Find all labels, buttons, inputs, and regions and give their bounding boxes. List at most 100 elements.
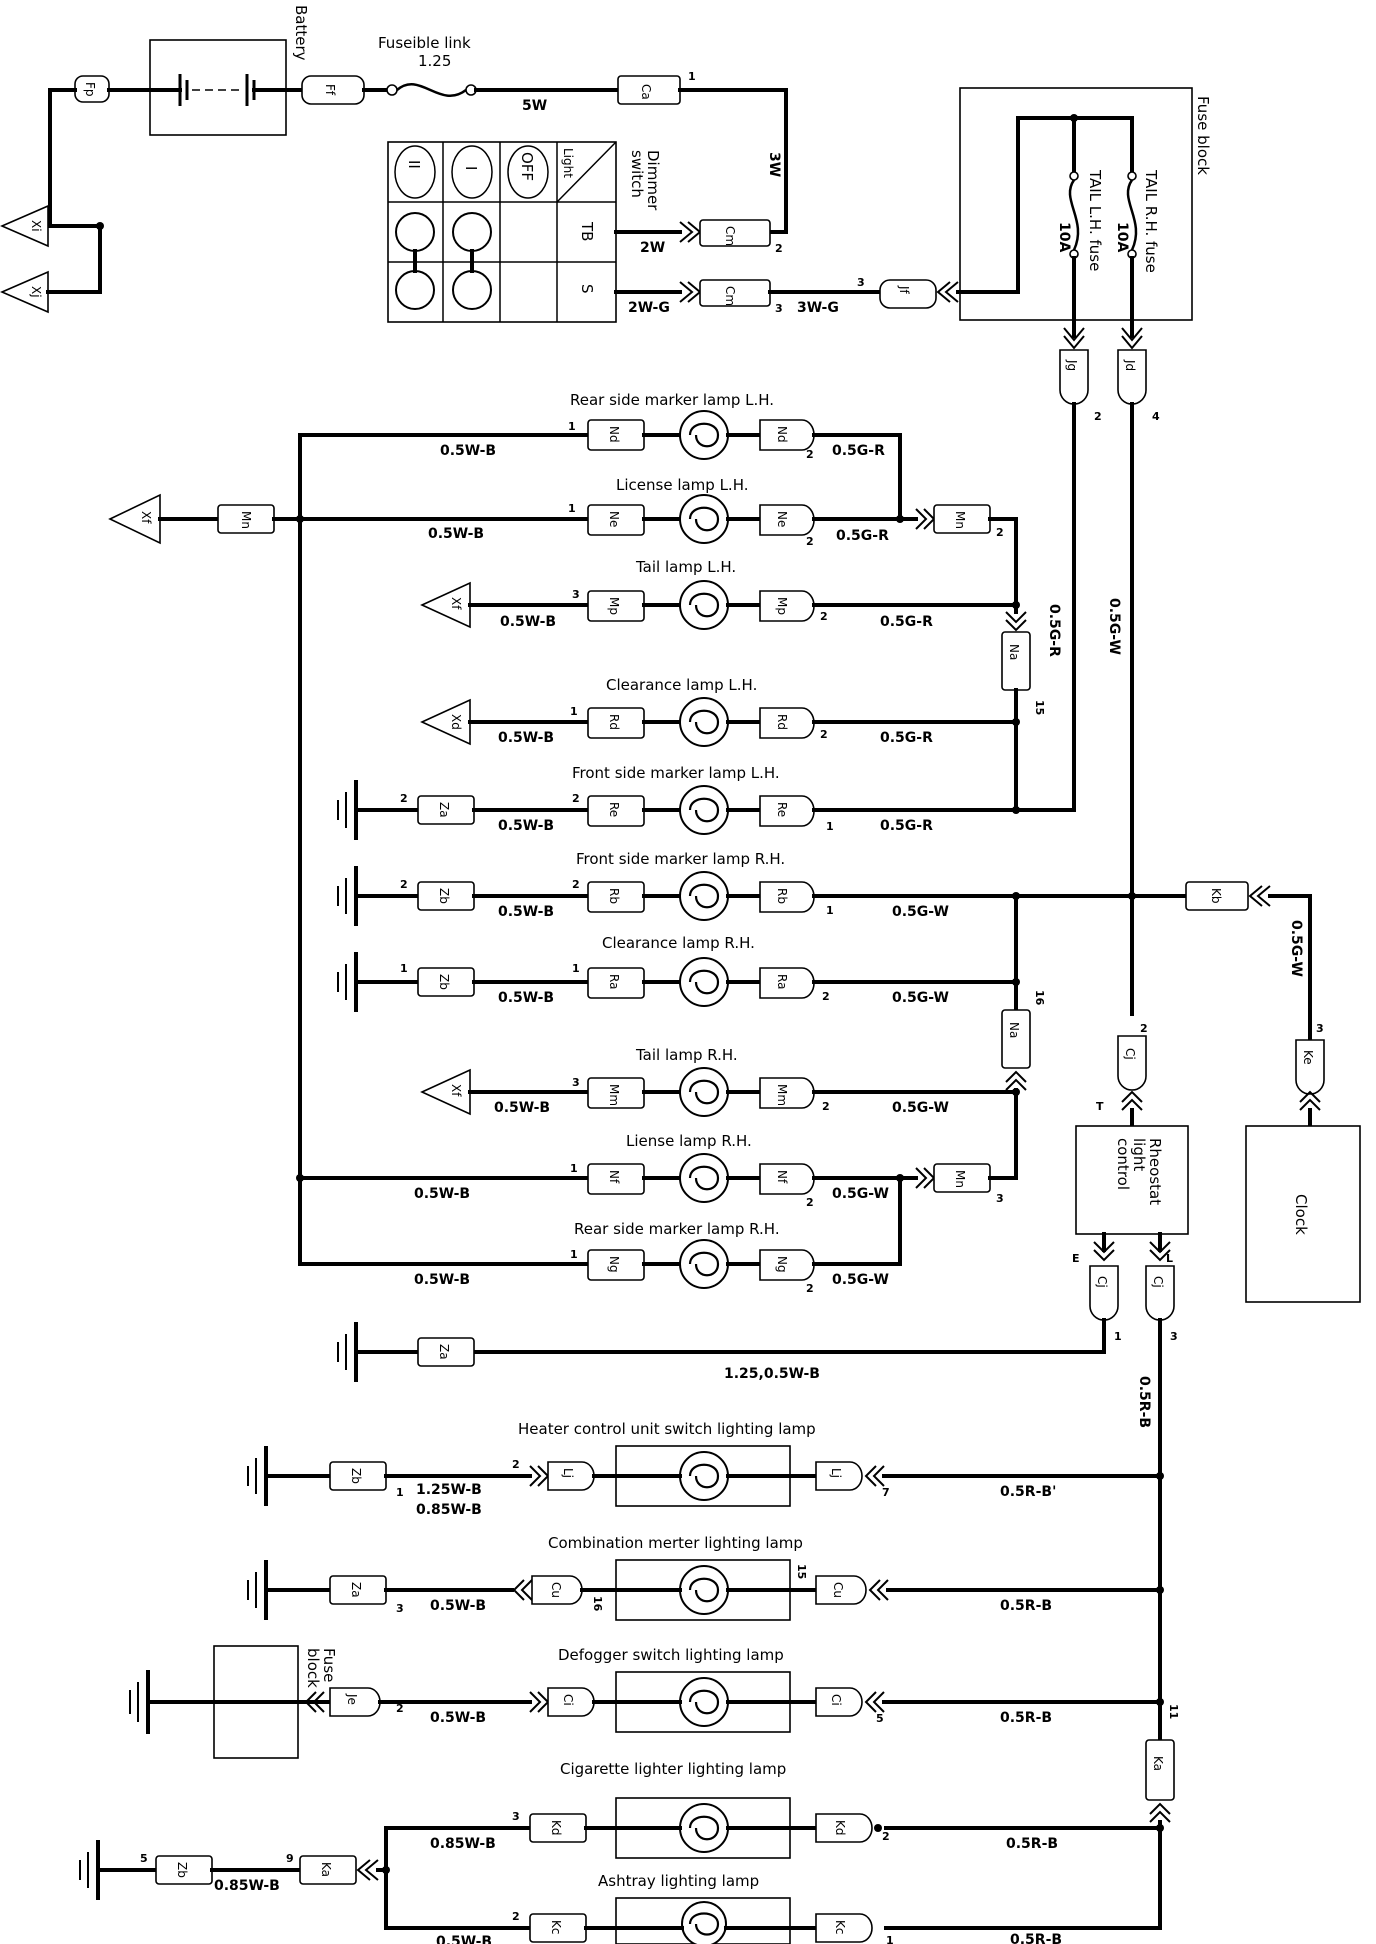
svg-text:0.5R-B': 0.5R-B' [1000,1484,1056,1500]
svg-text:9: 9 [286,1852,294,1865]
connector-cj-t [1117,1035,1147,1091]
svg-text:Rear side marker lamp L.H.: Rear side marker lamp L.H. [570,391,774,409]
fusible-link-rating: 1.25 [418,52,451,70]
svg-text:Xj: Xj [29,286,43,298]
svg-text:3W-G: 3W-G [797,300,839,316]
fusible-link-label: Fuseible link [378,34,471,52]
svg-text:Lj: Lj [829,1468,843,1478]
svg-text:S: S [578,284,596,294]
svg-text:2: 2 [396,1702,404,1715]
svg-text:3: 3 [572,588,580,601]
svg-text:II: II [405,160,423,169]
svg-text:switch: switch [628,150,646,198]
connector-za-rheo [417,1337,475,1367]
svg-text:Ne: Ne [775,511,789,527]
svg-text:3: 3 [857,276,865,289]
connector-cj-e [1089,1265,1119,1321]
svg-text:Rd: Rd [775,714,789,730]
svg-text:Clearance lamp L.H.: Clearance lamp L.H. [606,676,757,694]
svg-text:Lj: Lj [561,1468,575,1478]
svg-text:Jd: Jd [1123,359,1137,371]
svg-text:3: 3 [396,1602,404,1615]
svg-text:Front side marker lamp R.H.: Front side marker lamp R.H. [576,850,785,868]
svg-text:Mn: Mn [239,511,253,529]
svg-text:Rd: Rd [607,714,621,730]
svg-text:2: 2 [775,242,783,255]
svg-text:5W: 5W [522,98,547,114]
svg-text:1: 1 [568,420,576,433]
svg-text:16: 16 [1033,990,1046,1006]
svg-text:0.85W-B: 0.85W-B [416,1502,482,1518]
svg-text:Tail lamp L.H.: Tail lamp L.H. [635,558,736,576]
svg-text:Fp: Fp [83,82,97,97]
svg-text:E: E [1072,1252,1080,1265]
fuse-block: Fuse block TAIL R.H. fuse TAIL L.H. fuse… [956,87,1212,338]
svg-text:5: 5 [140,1852,148,1865]
svg-text:2: 2 [806,448,814,461]
svg-text:Xf: Xf [449,597,463,610]
svg-text:3: 3 [996,1192,1004,1205]
svg-text:Xd: Xd [449,714,463,730]
svg-text:0.5G-R: 0.5G-R [832,443,885,459]
svg-text:15: 15 [795,1564,808,1579]
lamp-cigarette-lighter: Cigarette lighter lighting lamp 0.85W-B … [384,1760,1058,1864]
svg-text:Rear side marker lamp R.H.: Rear side marker lamp R.H. [574,1220,780,1238]
svg-text:Zb: Zb [437,974,451,990]
svg-text:Ca: Ca [639,84,653,100]
svg-text:0.5W-B: 0.5W-B [500,614,556,630]
connector-ke [1295,1039,1325,1095]
svg-text:TAIL R.H. fuse: TAIL R.H. fuse [1142,169,1160,273]
lamp-heater-control: Heater control unit switch lighting lamp… [247,1420,1162,1518]
svg-text:7: 7 [882,1486,890,1499]
svg-text:1: 1 [396,1486,404,1499]
svg-text:Jf: Jf [897,285,911,295]
rheostat-light-control [1075,1125,1189,1235]
svg-text:0.5W-B: 0.5W-B [440,443,496,459]
svg-text:OFF: OFF [518,152,536,181]
svg-text:Za: Za [349,1582,363,1598]
svg-text:2: 2 [572,878,580,891]
lamp-tail-rh: Tail lamp R.H. Xf 0.5W-B 3 Mm Mm 2 0.5G-… [420,1046,1020,1117]
svg-text:0.85W-B: 0.85W-B [430,1836,496,1852]
svg-text:0.5G-W: 0.5G-W [832,1186,889,1202]
svg-text:0.5G-R: 0.5G-R [836,528,889,544]
svg-text:2: 2 [512,1458,520,1471]
svg-text:0.85W-B: 0.85W-B [214,1878,280,1894]
lamp-front-side-marker-lh: Front side marker lamp L.H. 2 Za 0.5W-B … [337,764,1020,840]
svg-text:Kb: Kb [1209,888,1223,904]
svg-text:1: 1 [688,70,696,83]
svg-text:10A: 10A [1056,222,1072,252]
svg-text:0.5W-B: 0.5W-B [436,1934,492,1944]
lamp-combination-meter: Combination merter lighting lamp Za 3 0.… [247,1534,1162,1621]
svg-text:Jg: Jg [1065,359,1079,371]
svg-text:0.5W-B: 0.5W-B [430,1598,486,1614]
svg-text:Cj: Cj [1123,1048,1137,1060]
svg-text:0.5W-B: 0.5W-B [494,1100,550,1116]
svg-text:Clock: Clock [1292,1194,1310,1235]
svg-text:Kc: Kc [549,1920,563,1934]
lamp-ashtray: Ashtray lighting lamp 0.5W-B 2 Kc Kc 1 0… [384,1872,1062,1944]
svg-text:Ra: Ra [775,974,789,989]
connector-jf [879,279,937,309]
svg-text:Mp: Mp [607,597,621,615]
svg-text:Rb: Rb [607,888,621,904]
svg-text:control: control [1114,1138,1132,1190]
svg-text:Ka: Ka [319,1862,333,1877]
svg-text:1: 1 [570,1162,578,1175]
svg-text:Mm: Mm [607,1084,621,1106]
svg-text:Ne: Ne [607,511,621,527]
svg-text:Ke: Ke [1301,1050,1315,1065]
svg-text:2W: 2W [640,240,665,256]
svg-text:Fuse block: Fuse block [1194,96,1212,175]
svg-text:Mn: Mn [953,1170,967,1188]
svg-text:Cu: Cu [831,1582,845,1598]
svg-text:2: 2 [806,1282,814,1295]
svg-text:Na: Na [1007,1022,1021,1038]
svg-text:3: 3 [1170,1330,1178,1343]
svg-text:Nd: Nd [607,426,621,443]
svg-text:15: 15 [1033,700,1046,715]
svg-text:Je: Je [345,1693,359,1705]
svg-text:Xf: Xf [139,511,153,524]
svg-text:0.5G-W: 0.5G-W [892,904,949,920]
svg-text:Cj: Cj [1151,1276,1165,1288]
